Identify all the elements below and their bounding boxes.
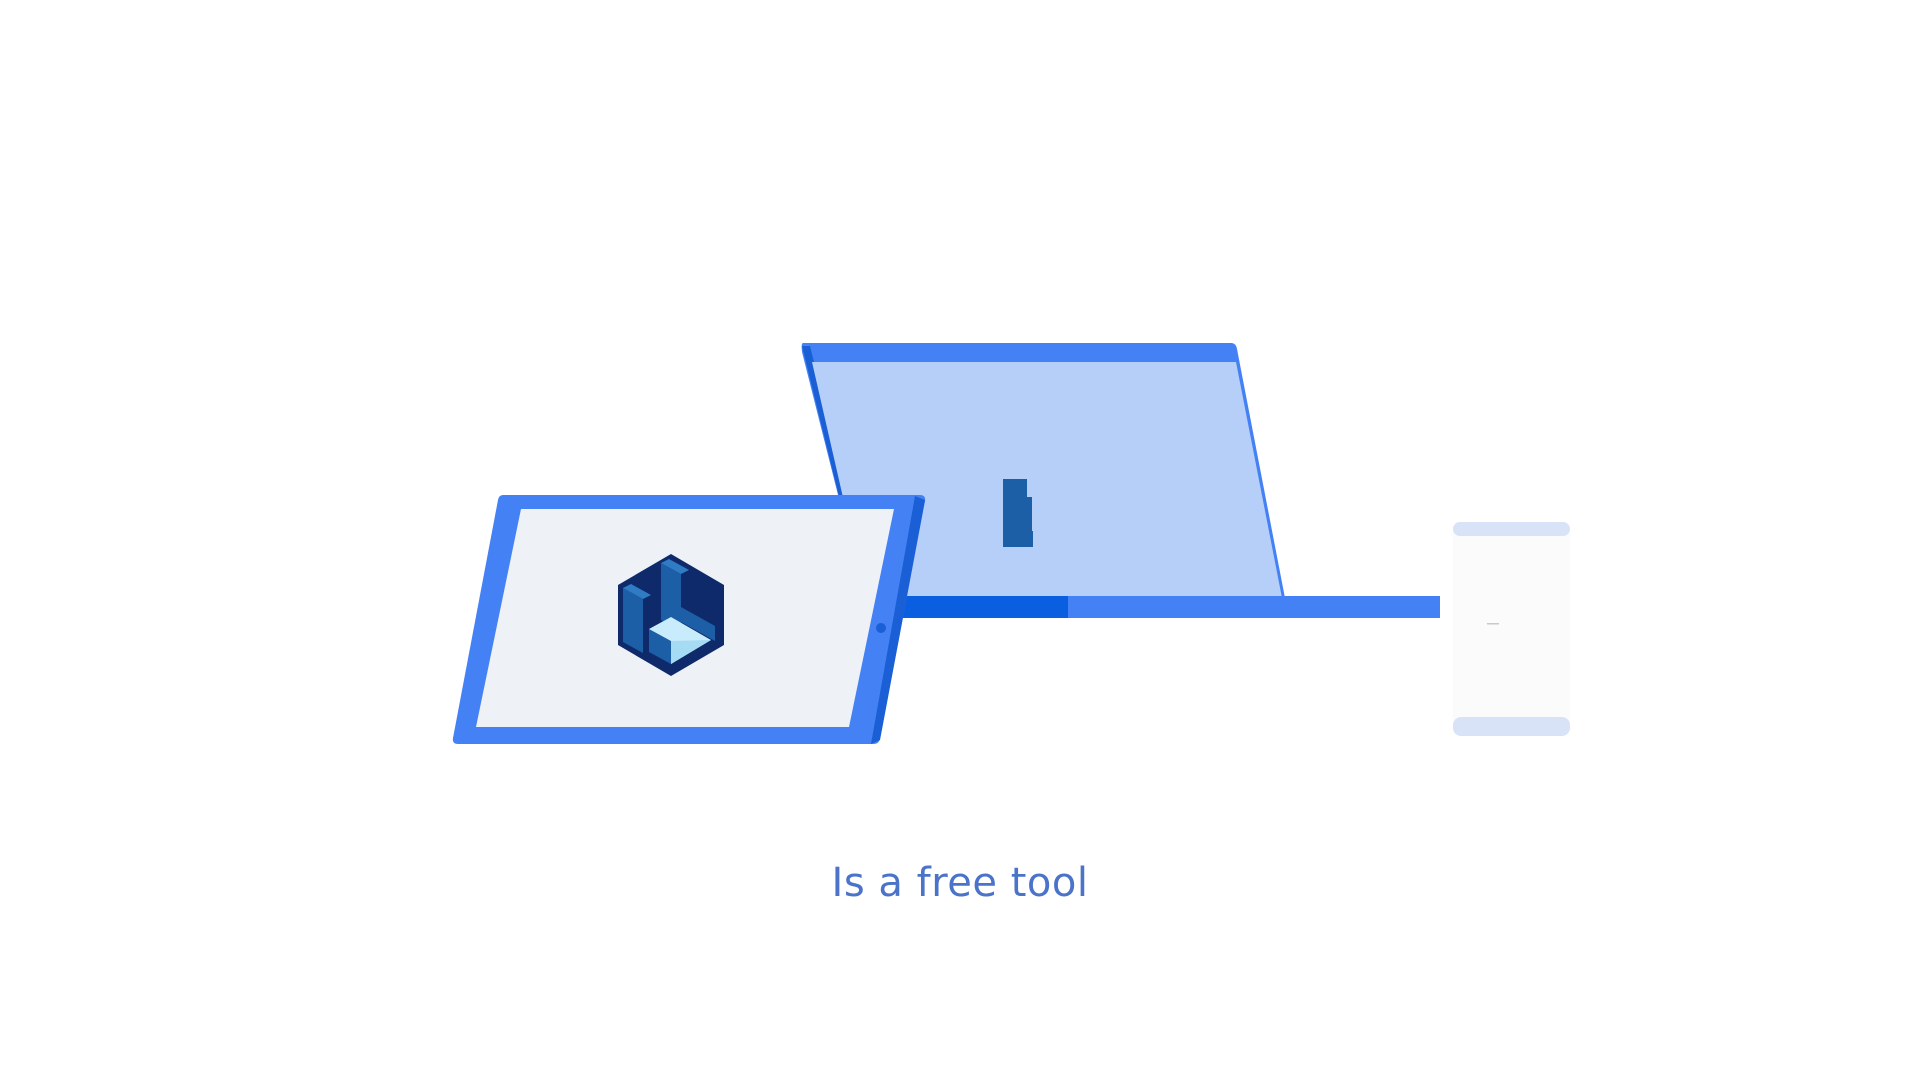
tablet-edge xyxy=(871,496,925,744)
phone-bottom-bar xyxy=(1453,717,1570,736)
laptop-screen xyxy=(812,362,1282,598)
laptop xyxy=(801,343,1440,618)
partial-logo-icon xyxy=(1003,479,1033,547)
phone-body xyxy=(1453,522,1570,736)
phone-speaker-line xyxy=(1487,623,1499,625)
phone xyxy=(1453,522,1570,736)
tablet xyxy=(452,495,926,744)
hexagon-cube-logo-icon xyxy=(618,554,724,676)
phone-top-bar xyxy=(1453,522,1570,536)
laptop-base-dark xyxy=(880,596,1068,618)
tablet-camera-dot xyxy=(876,623,886,633)
slide-caption: Is a free tool xyxy=(831,860,1089,906)
